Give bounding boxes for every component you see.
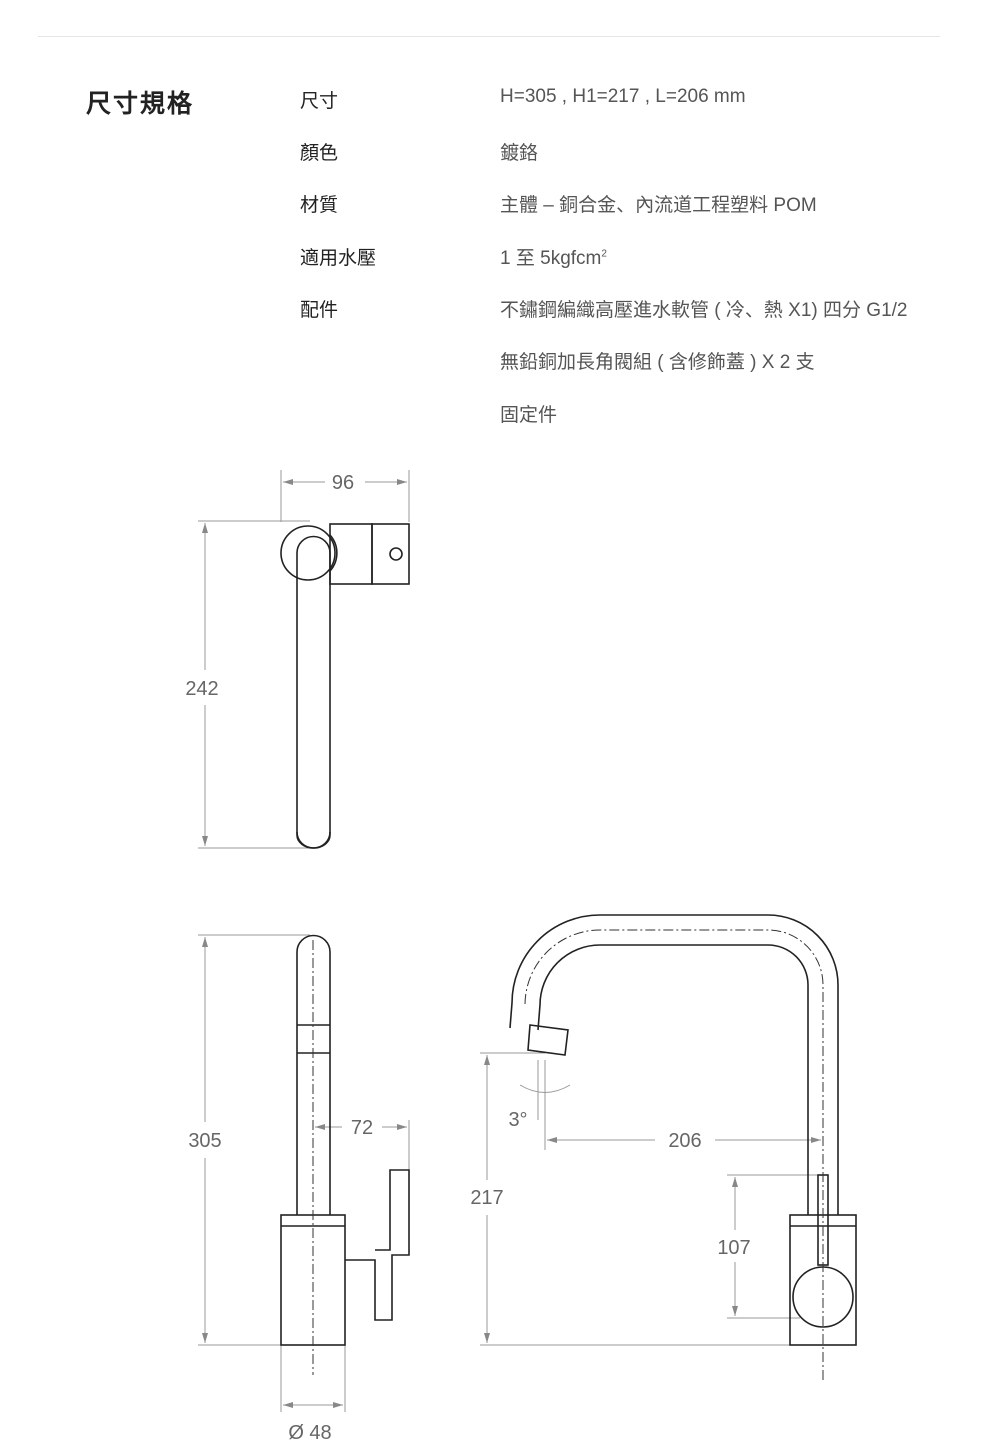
section-title: 尺寸規格 xyxy=(86,90,195,118)
dim-side-diameter: Ø 48 xyxy=(288,1422,331,1444)
spec-value: 1 至 5kgfcm2 xyxy=(500,243,607,270)
dim-front-handle-height: 107 xyxy=(717,1237,750,1259)
spec-value: H=305 , H1=217 , L=206 mm xyxy=(500,86,746,107)
dim-front-reach: 206 xyxy=(668,1130,701,1152)
dim-front-angle: 3° xyxy=(508,1109,527,1131)
spec-label: 配件 xyxy=(300,300,339,321)
dim-top-length: 242 xyxy=(185,678,218,700)
spec-value: 無鉛銅加長角閥組 ( 含修飾蓋 ) X 2 支 xyxy=(500,352,815,373)
spec-value: 不鏽鋼編織高壓進水軟管 ( 冷、熱 X1) 四分 G1/2 xyxy=(500,300,908,321)
spec-value: 鍍鉻 xyxy=(500,143,539,164)
pressure-text: 1 至 5kgfcm xyxy=(500,248,602,269)
spec-value: 主體 – 銅合金、內流道工程塑料 POM xyxy=(500,195,817,216)
dim-side-handle: 72 xyxy=(351,1117,373,1139)
spec-label: 適用水壓 xyxy=(300,248,377,269)
spec-value: 固定件 xyxy=(500,405,558,426)
spec-label: 材質 xyxy=(300,195,339,216)
pressure-superscript: 2 xyxy=(601,248,607,260)
dim-front-spout-height: 217 xyxy=(470,1187,503,1209)
dim-top-width: 96 xyxy=(332,472,354,494)
dim-side-height: 305 xyxy=(188,1130,221,1152)
spec-label: 尺寸 xyxy=(300,91,339,112)
top-divider xyxy=(38,36,940,37)
spec-label: 顏色 xyxy=(300,143,339,164)
